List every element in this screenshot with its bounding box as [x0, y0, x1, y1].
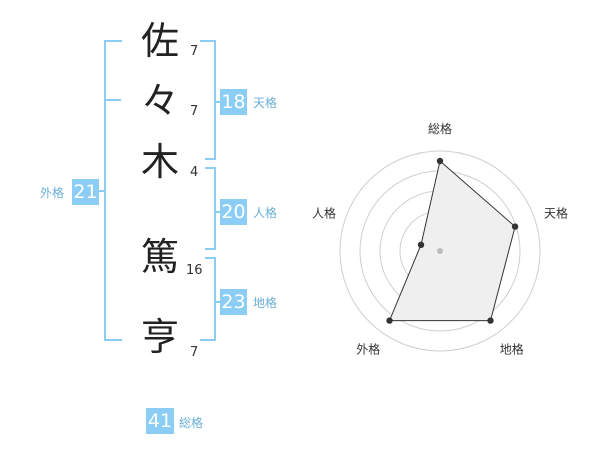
- name-char-2: 々: [140, 79, 179, 123]
- radar-point-1: [511, 223, 519, 230]
- radar-ring-5: [339, 150, 541, 352]
- stroke-count-3: 4: [190, 165, 199, 180]
- gaikaku-label: 外格: [40, 186, 65, 200]
- radar-axis-label-0: 総格: [428, 121, 452, 136]
- name-char-5: 亨: [140, 315, 179, 359]
- radar-area: [389, 161, 516, 321]
- stroke-count-2: 7: [190, 104, 199, 119]
- soukaku-value: 41: [146, 408, 174, 434]
- chikaku-label: 地格: [253, 296, 278, 310]
- jinkaku-bracket: [205, 167, 216, 250]
- name-char-1: 佐: [140, 19, 179, 63]
- radar-axis-label-2: 地格: [500, 342, 524, 357]
- radar-point-4: [417, 241, 425, 248]
- radar-axis-label-3: 外格: [356, 342, 380, 357]
- tenkaku-label: 天格: [253, 96, 278, 110]
- radar-center-dot: [437, 248, 443, 254]
- radar-point-0: [436, 157, 444, 165]
- stroke-count-1: 7: [190, 44, 199, 59]
- radar-point-2: [487, 317, 494, 324]
- stroke-count-5: 7: [190, 345, 199, 360]
- chikaku-value: 23: [220, 289, 247, 315]
- name-char-3: 木: [140, 140, 179, 184]
- jinkaku-label: 人格: [253, 206, 278, 220]
- radar-axis-label-4: 人格: [312, 205, 336, 220]
- soukaku-label: 総格: [179, 416, 204, 430]
- gaikaku-value: 21: [72, 179, 99, 205]
- stroke-count-4: 16: [186, 263, 203, 278]
- radar-outline: [388, 160, 516, 322]
- radar-point-3: [386, 317, 393, 324]
- jinkaku-value: 20: [220, 199, 247, 225]
- tenkaku-bracket: [200, 40, 216, 160]
- name-char-4: 篤: [140, 235, 179, 279]
- chikaku-bracket: [200, 257, 216, 341]
- tenkaku-value: 18: [220, 89, 247, 115]
- radar-axis-label-1: 天格: [544, 205, 568, 220]
